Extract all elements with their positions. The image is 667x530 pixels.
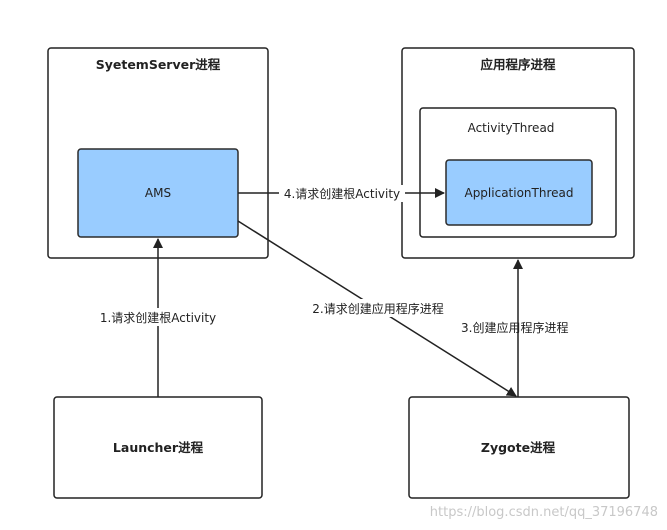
activity-thread-label: ActivityThread	[468, 121, 555, 135]
step4-label: 4.请求创建根Activity	[284, 187, 400, 201]
zygote-box: Zygote进程	[408, 396, 630, 499]
zygote-label: Zygote进程	[481, 440, 556, 455]
arrow-step4: 4.请求创建根Activity	[238, 185, 445, 202]
step2-label: 2.请求创建应用程序进程	[312, 301, 443, 316]
watermark: https://blog.csdn.net/qq_37196748	[430, 505, 658, 520]
arrow-step2: 2.请求创建应用程序进程	[237, 220, 517, 397]
step1-label: 1.请求创建根Activity	[100, 311, 216, 325]
arrow-step3: 3.创建应用程序进程	[461, 259, 568, 397]
application-thread-label: ApplicationThread	[464, 186, 573, 200]
ams-label: AMS	[145, 186, 171, 200]
app-process-title: 应用程序进程	[480, 57, 556, 72]
system-server-title: SyetemServer进程	[96, 57, 221, 72]
launcher-label: Launcher进程	[113, 440, 204, 455]
launcher-box: Launcher进程	[53, 396, 263, 499]
application-thread-box: ApplicationThread	[445, 159, 593, 226]
arrow-step1: 1.请求创建根Activity	[92, 238, 224, 397]
step3-label: 3.创建应用程序进程	[461, 320, 568, 335]
ams-box: AMS	[77, 148, 239, 238]
